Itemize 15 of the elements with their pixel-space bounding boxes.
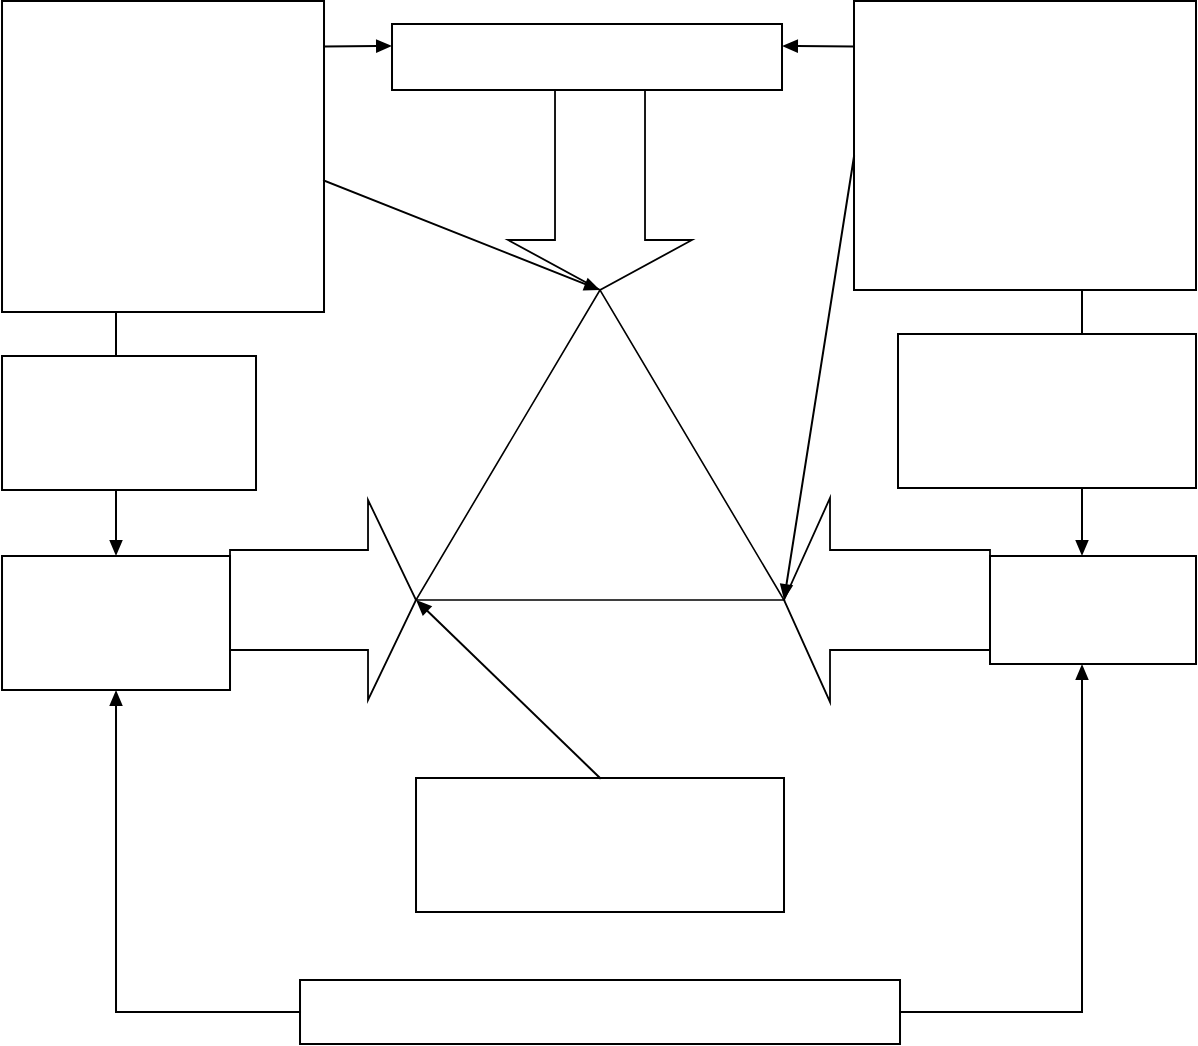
empty-box — [299, 979, 901, 1045]
connector-line — [1081, 289, 1083, 335]
empty-box — [897, 333, 1197, 489]
connector-line — [115, 311, 117, 357]
block-arrow — [783, 493, 991, 707]
empty-box — [1, 0, 325, 313]
arrow — [416, 600, 601, 779]
block-arrow — [504, 89, 696, 291]
empty-box — [1, 355, 257, 491]
empty-box — [989, 555, 1197, 665]
block-arrow — [229, 496, 417, 704]
empty-box — [1, 555, 231, 691]
empty-box — [853, 0, 1197, 291]
empty-box — [391, 23, 783, 91]
empty-box — [415, 777, 785, 913]
